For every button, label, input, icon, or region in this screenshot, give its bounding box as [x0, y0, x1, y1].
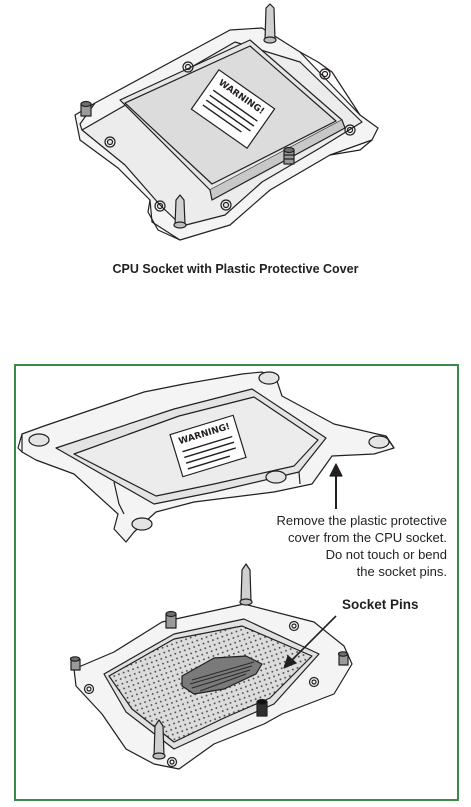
screw-icon	[80, 100, 92, 117]
screw-icon	[165, 610, 177, 629]
guide-post-icon	[152, 719, 166, 760]
figure-caption: CPU Socket with Plastic Protective Cover	[112, 262, 359, 276]
instruction-text: Remove the plastic protective cover from…	[217, 512, 447, 580]
instruction-line: cover from the CPU socket.	[288, 530, 447, 545]
screw-icon	[69, 656, 81, 671]
socket-pins-pointer	[283, 615, 337, 669]
lift-cover-arrow	[329, 463, 343, 509]
guide-post-icon	[239, 563, 253, 606]
screw-icon	[337, 651, 349, 666]
instruction-line: Do not touch or bend	[325, 547, 447, 562]
instruction-line: Remove the plastic protective	[276, 513, 447, 528]
instruction-line: the socket pins.	[356, 564, 447, 579]
socket-with-cover-illustration: WARNING!	[74, 3, 379, 241]
warning-label-sticker: WARNING!	[190, 69, 276, 149]
guide-post-icon	[263, 3, 277, 44]
screw-icon	[283, 146, 295, 165]
instruction-panel	[14, 364, 459, 801]
socket-pins-label: Socket Pins	[342, 597, 419, 612]
screw-icon	[256, 698, 268, 717]
guide-post-icon	[173, 194, 187, 229]
cover-and-socket-illustration: WARNING!	[17, 371, 395, 770]
